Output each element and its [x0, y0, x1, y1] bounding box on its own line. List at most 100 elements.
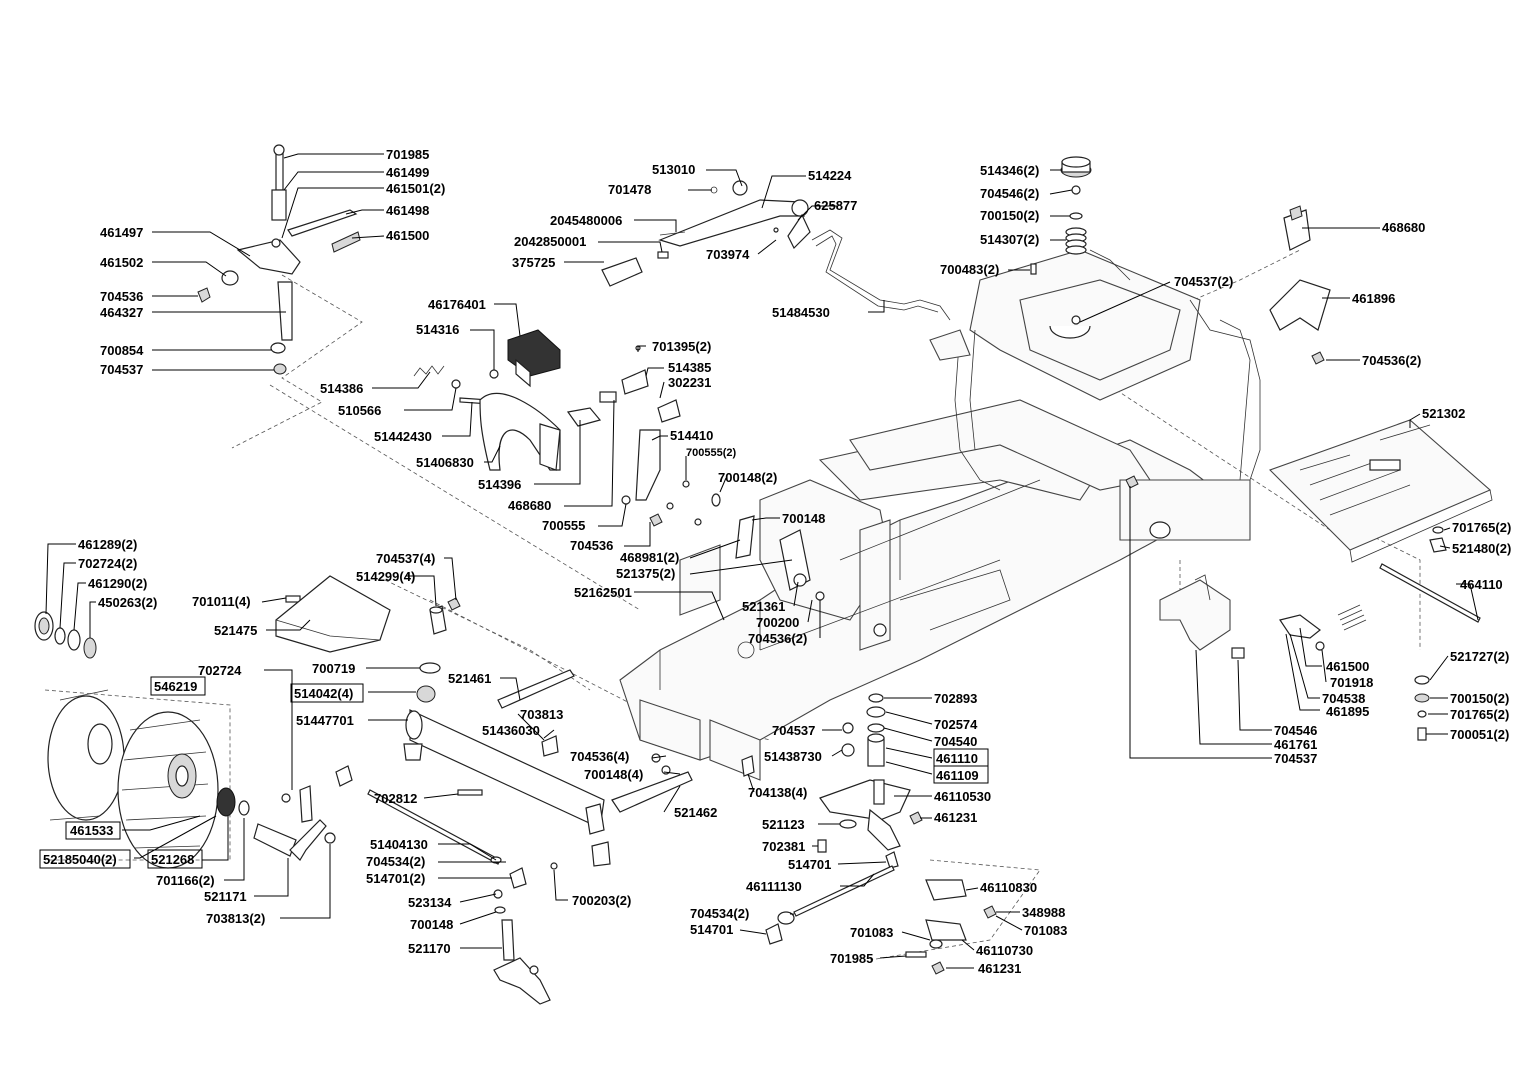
- label-513010: 513010: [652, 162, 695, 177]
- label-521123: 521123: [762, 817, 805, 832]
- label-700854: 700854: [100, 343, 144, 358]
- spring-coils: [1065, 227, 1087, 255]
- label-514701-c: 514701(2): [366, 871, 425, 886]
- label-704536-2-b: 704536(2): [748, 631, 807, 646]
- label-702381: 702381: [762, 839, 805, 854]
- label-51447701: 51447701: [296, 713, 354, 728]
- label-461231-b: 461231: [978, 961, 1021, 976]
- label-52185040: 52185040(2): [43, 852, 117, 867]
- label-704546-2: 704546(2): [980, 186, 1039, 201]
- label-514701-a: 514701: [788, 857, 831, 872]
- label-704537-b: 704537: [772, 723, 815, 738]
- boxed-label-frames: [39, 676, 989, 869]
- label-702574: 702574: [934, 717, 978, 732]
- label-514346: 514346(2): [980, 163, 1039, 178]
- label-704537-c: 704537: [1274, 751, 1317, 766]
- label-461500-right: 461500: [1326, 659, 1369, 674]
- label-704540: 704540: [934, 734, 977, 749]
- label-461497: 461497: [100, 225, 143, 240]
- label-514042: 514042(4): [294, 686, 353, 701]
- label-702893: 702893: [934, 691, 977, 706]
- label-461498: 461498: [386, 203, 429, 218]
- label-46110730: 46110730: [976, 943, 1033, 958]
- label-51406830: 51406830: [416, 455, 474, 470]
- label-514307: 514307(2): [980, 232, 1039, 247]
- label-514386: 514386: [320, 381, 363, 396]
- label-701395: 701395(2): [652, 339, 711, 354]
- label-302231: 302231: [668, 375, 711, 390]
- label-450263: 450263(2): [98, 595, 157, 610]
- label-701765-2-b: 701765(2): [1450, 707, 1509, 722]
- label-46176401: 46176401: [428, 297, 486, 312]
- label-461500: 461500: [386, 228, 429, 243]
- label-514410: 514410: [670, 428, 713, 443]
- label-704536-b: 704536: [570, 538, 613, 553]
- spring-right: [1337, 604, 1367, 631]
- label-461289: 461289(2): [78, 537, 137, 552]
- label-51438730: 51438730: [764, 749, 822, 764]
- label-461761: 461761: [1274, 737, 1317, 752]
- label-51442430: 51442430: [374, 429, 432, 444]
- label-704534-2-a: 704534(2): [690, 906, 749, 921]
- label-700203: 700203(2): [572, 893, 631, 908]
- label-704534-2-b: 704534(2): [366, 854, 425, 869]
- label-2045480006: 2045480006: [550, 213, 622, 228]
- label-46110530: 46110530: [934, 789, 991, 804]
- label-704537: 704537: [100, 362, 143, 377]
- label-701083-a: 701083: [850, 925, 893, 940]
- label-521170: 521170: [408, 941, 451, 956]
- pedal-bracket-parts: [413, 329, 825, 601]
- seat-bracket-parts: [1125, 205, 1493, 741]
- label-704538: 704538: [1322, 691, 1365, 706]
- wheel-axle-parts: [34, 575, 693, 1005]
- label-461109: 461109: [936, 768, 979, 783]
- label-701765-2-a: 701765(2): [1452, 520, 1511, 535]
- label-703813: 703813: [520, 707, 563, 722]
- label-468680-left: 468680: [508, 498, 551, 513]
- label-704536: 704536: [100, 289, 143, 304]
- label-461895: 461895: [1326, 704, 1369, 719]
- label-700150-2: 700150(2): [980, 208, 1039, 223]
- label-514385: 514385: [668, 360, 711, 375]
- label-464110: 464110: [1460, 577, 1503, 592]
- label-461502: 461502: [100, 255, 143, 270]
- label-700148-b: 700148: [410, 917, 453, 932]
- label-701985-b: 701985: [830, 951, 873, 966]
- label-700200: 700200: [756, 615, 799, 630]
- label-514701-b: 514701: [690, 922, 733, 937]
- label-461110: 461110: [936, 751, 978, 766]
- label-523134: 523134: [408, 895, 452, 910]
- label-46110830: 46110830: [980, 880, 1037, 895]
- leader-lines: [45, 153, 1479, 969]
- label-521302: 521302: [1422, 406, 1465, 421]
- label-700148-2: 700148(2): [718, 470, 777, 485]
- label-704138: 704138(4): [748, 785, 807, 800]
- label-521727: 521727(2): [1450, 649, 1509, 664]
- label-704536-4: 704536(4): [570, 749, 629, 764]
- label-546219: 546219: [154, 679, 197, 694]
- spring-cap-parts: [1030, 156, 1092, 325]
- label-461533: 461533: [70, 823, 113, 838]
- label-51436030: 51436030: [482, 723, 540, 738]
- label-701083-b: 701083: [1024, 923, 1067, 938]
- label-461501: 461501(2): [386, 181, 445, 196]
- label-704537-2: 704537(2): [1174, 274, 1233, 289]
- label-700555-2: 700555(2): [686, 447, 736, 459]
- label-704536-2-right: 704536(2): [1362, 353, 1421, 368]
- label-701918: 701918: [1330, 675, 1373, 690]
- label-51404130: 51404130: [370, 837, 428, 852]
- pedal-lever-parts: [601, 180, 1091, 339]
- label-702724-2: 702724(2): [78, 556, 137, 571]
- steering-parts: [741, 693, 997, 975]
- label-701985: 701985: [386, 147, 429, 162]
- label-521375: 521375(2): [616, 566, 675, 581]
- label-514299: 514299(4): [356, 569, 415, 584]
- label-2042850001: 2042850001: [514, 234, 586, 249]
- label-468981: 468981(2): [620, 550, 679, 565]
- label-700150-2-b: 700150(2): [1450, 691, 1509, 706]
- label-702724: 702724: [198, 663, 242, 678]
- label-703813-2: 703813(2): [206, 911, 265, 926]
- label-701478: 701478: [608, 182, 651, 197]
- label-625877: 625877: [814, 198, 857, 213]
